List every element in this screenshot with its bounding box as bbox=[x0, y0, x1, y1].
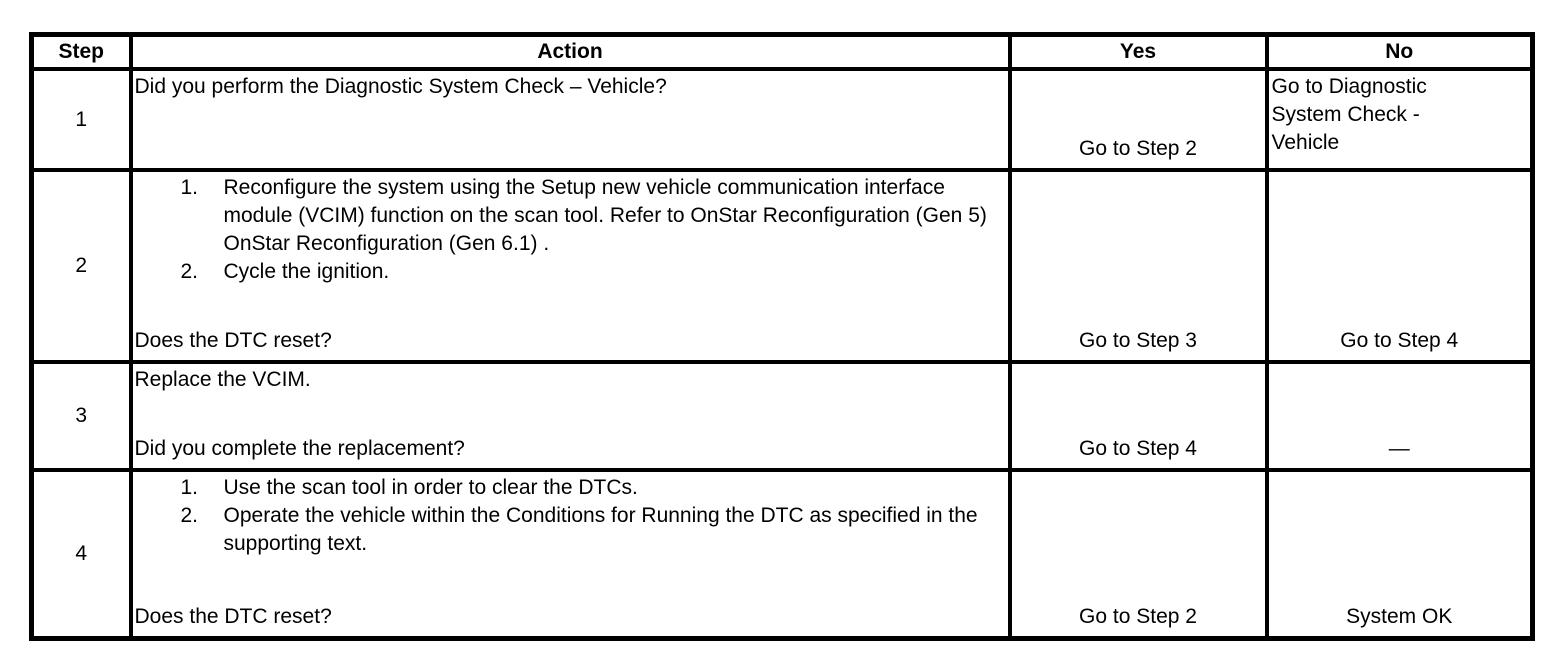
column-header-no: No bbox=[1264, 32, 1535, 71]
no-value: — bbox=[1388, 437, 1410, 460]
action-cell: Did you perform the Diagnostic System Ch… bbox=[128, 67, 1012, 172]
action-question: Does the DTC reset? bbox=[134, 605, 332, 628]
action-question: Did you perform the Diagnostic System Ch… bbox=[134, 75, 667, 98]
list-item-number: 2. bbox=[180, 260, 199, 283]
action-steps-list: 1. Reconfigure the system using the Setu… bbox=[181, 174, 1004, 286]
table-row: 4 1. Use the scan tool in order to clear… bbox=[29, 468, 1535, 641]
action-question: Did you complete the replacement? bbox=[134, 437, 465, 460]
list-item: 1. Reconfigure the system using the Setu… bbox=[181, 174, 1004, 258]
column-header-yes: Yes bbox=[1007, 32, 1269, 71]
yes-value: Go to Step 2 bbox=[1079, 137, 1197, 160]
yes-cell: Go to Step 3 bbox=[1007, 168, 1269, 364]
action-instruction: Replace the VCIM. bbox=[134, 368, 311, 391]
list-item-text: Cycle the ignition. bbox=[223, 260, 390, 283]
no-cell: Go to Diagnostic System Check - Vehicle bbox=[1264, 67, 1535, 172]
no-cell: Go to Step 4 bbox=[1264, 168, 1535, 364]
table-row: 2 1. Reconfigure the system using the Se… bbox=[29, 168, 1535, 364]
list-item: 2. Operate the vehicle within the Condit… bbox=[181, 502, 1004, 558]
list-item-text: Reconfigure the system using the Setup n… bbox=[223, 176, 987, 255]
list-item: 1. Use the scan tool in order to clear t… bbox=[181, 474, 1004, 502]
no-cell: — bbox=[1264, 360, 1535, 472]
yes-cell: Go to Step 2 bbox=[1007, 468, 1269, 641]
no-value: System OK bbox=[1346, 605, 1453, 628]
step-number-cell: 4 bbox=[29, 468, 133, 641]
no-value-line: System Check - bbox=[1271, 103, 1420, 126]
action-cell: 1. Use the scan tool in order to clear t… bbox=[128, 468, 1012, 641]
yes-cell: Go to Step 2 bbox=[1007, 67, 1269, 172]
step-number-cell: 2 bbox=[29, 168, 133, 364]
column-header-action: Action bbox=[128, 32, 1012, 71]
action-steps-list: 1. Use the scan tool in order to clear t… bbox=[181, 474, 1004, 558]
step-number-cell: 1 bbox=[29, 67, 133, 172]
action-cell: 1. Reconfigure the system using the Setu… bbox=[128, 168, 1012, 364]
no-cell: System OK bbox=[1264, 468, 1535, 641]
yes-cell: Go to Step 4 bbox=[1007, 360, 1269, 472]
no-value: Go to Step 4 bbox=[1340, 329, 1459, 352]
list-item-text: Operate the vehicle within the Condition… bbox=[223, 504, 978, 555]
action-question: Does the DTC reset? bbox=[134, 329, 332, 352]
yes-value: Go to Step 4 bbox=[1079, 437, 1197, 460]
action-cell: Replace the VCIM. Did you complete the r… bbox=[128, 360, 1012, 472]
list-item-number: 1. bbox=[180, 176, 199, 199]
list-item-number: 1. bbox=[180, 476, 199, 499]
table-row: 1 Did you perform the Diagnostic System … bbox=[29, 67, 1535, 172]
no-value-line: Go to Diagnostic bbox=[1271, 75, 1427, 98]
no-value-line: Vehicle bbox=[1271, 131, 1340, 154]
list-item-number: 2. bbox=[180, 504, 199, 527]
list-item: 2. Cycle the ignition. bbox=[181, 258, 1004, 286]
yes-value: Go to Step 3 bbox=[1079, 329, 1197, 352]
list-item-text: Use the scan tool in order to clear the … bbox=[223, 476, 638, 499]
table-header-row: Step Action Yes No bbox=[29, 32, 1535, 71]
table-row: 3 Replace the VCIM. Did you complete the… bbox=[29, 360, 1535, 472]
column-header-step: Step bbox=[29, 32, 133, 71]
diagnostic-table: Step Action Yes No 1 Did you perform the… bbox=[29, 32, 1535, 641]
step-number-cell: 3 bbox=[29, 360, 133, 472]
yes-value: Go to Step 2 bbox=[1079, 605, 1197, 628]
